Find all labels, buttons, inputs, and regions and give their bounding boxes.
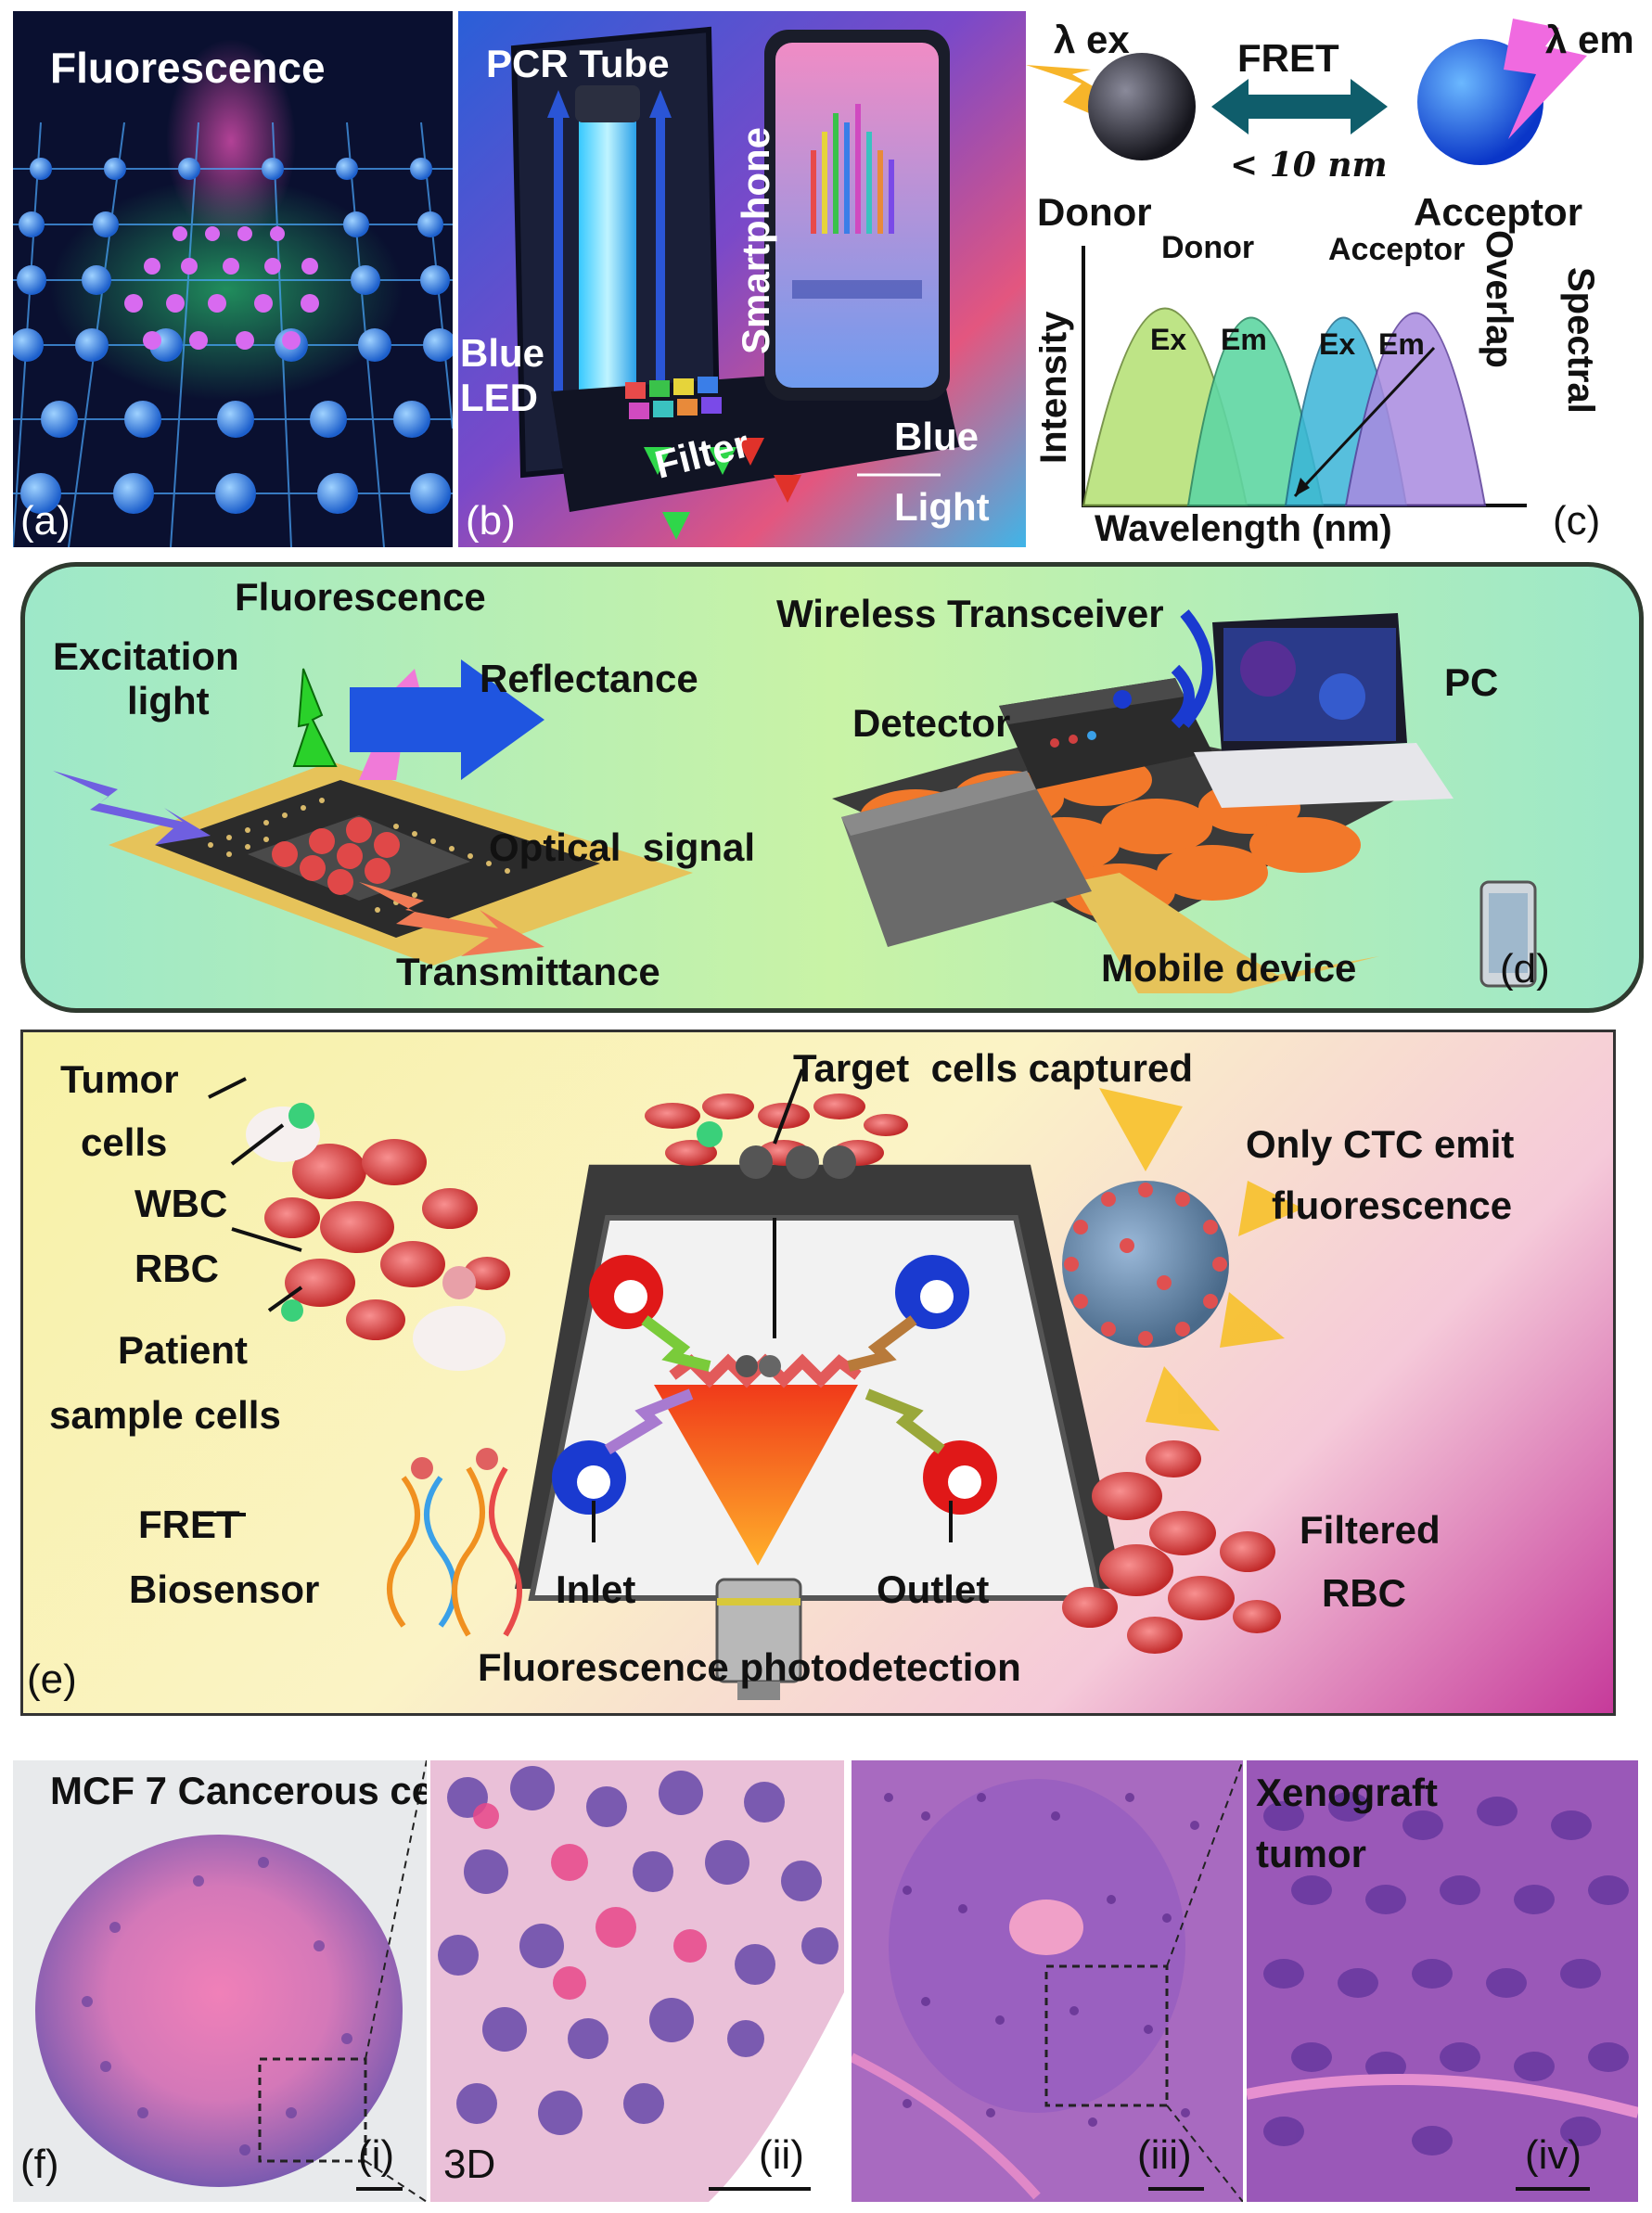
panel-e-tumor-cells-label-1: Tumor (60, 1057, 179, 1101)
panel-f-histology-iii: (iii) (852, 1760, 1243, 2202)
panel-d-excitation-label-2: light (127, 679, 210, 723)
graphene-lattice-illustration (13, 11, 453, 547)
ctc-capture-illustration (199, 1068, 1303, 1700)
panel-b-blue-light-label-2: Light (894, 485, 990, 529)
panel-f-ii-letter: (ii) (759, 2132, 804, 2178)
panel-c-distance-label: < 10 nm (1230, 146, 1388, 185)
panel-f-letter: (f) (20, 2142, 59, 2187)
panel-c-fret-spectra: λ ex λ em FRET < 10 nm Donor Acceptor Do… (1026, 0, 1652, 556)
panel-f-mcf7-label: MCF 7 Cancerous cell (50, 1769, 427, 1812)
panel-c-x-axis-label: Wavelength (nm) (1095, 508, 1392, 549)
panel-d-detector-label: Detector (852, 701, 1011, 745)
panel-b-smartphone-pcr: PCR Tube Smartphone Blue LED Filter Blue… (458, 11, 1026, 547)
panel-e-only-ctc-label-2: fluorescence (1272, 1183, 1513, 1227)
panel-b-pcr-tube-label: PCR Tube (486, 42, 670, 85)
panel-b-smartphone-label: Smartphone (734, 126, 777, 354)
panel-b-blue-light-label-1: Blue (894, 415, 980, 458)
panel-d-fluorescence-label: Fluorescence (235, 575, 486, 619)
mcf7-spheroid-histology-image (35, 1760, 427, 2202)
panel-c-spectral-label: Spectral (1560, 267, 1601, 414)
mcf7-zoom-histology-image (430, 1760, 844, 2202)
panel-f-3d-label: 3D (443, 2142, 496, 2187)
panel-e-fret-label-2: Biosensor (129, 1567, 320, 1611)
panel-c-overlap-label: Overlap (1479, 230, 1519, 368)
panel-c-peak-donor-em: Em (1221, 323, 1267, 356)
panel-e-patient-label-2: sample cells (49, 1393, 281, 1437)
xenograft-zoom-histology-image (1247, 1760, 1638, 2202)
panel-b-blue-led-label-1: Blue (460, 331, 545, 375)
panel-e-filtered-label-2: RBC (1322, 1571, 1406, 1615)
panel-d-optical-signal-label: Optical signal (489, 825, 756, 869)
panel-e-rbc-label: RBC (134, 1247, 219, 1290)
panel-f-histology-i: MCF 7 Cancerous cell (f) (i) (13, 1760, 427, 2202)
xenograft-histology-image (852, 1760, 1243, 2202)
panel-c-lambda-em: λ em (1545, 18, 1634, 61)
smartphone-pcr-illustration (458, 11, 1026, 547)
panel-c-peak-acceptor-ex: Ex (1319, 327, 1356, 361)
panel-b-letter: (b) (466, 498, 516, 544)
panel-c-acceptor-small: Acceptor (1328, 232, 1466, 267)
panel-c-donor-label: Donor (1037, 190, 1152, 234)
panel-f-i-letter: (i) (358, 2132, 395, 2178)
panel-e-patient-label-1: Patient (118, 1328, 249, 1372)
panel-f-xenograft-label-1: Xenograft (1256, 1771, 1439, 1814)
panel-d-wireless-label: Wireless Transceiver (776, 592, 1164, 635)
panel-c-donor-small: Donor (1161, 230, 1255, 265)
panel-f-histology-ii: 3D (ii) (430, 1760, 844, 2202)
panel-e-photodetection-label: Fluorescence photodetection (478, 1645, 1021, 1689)
panel-f-iii-letter: (iii) (1137, 2132, 1192, 2178)
panel-a-letter: (a) (20, 498, 70, 544)
panel-c-y-axis-label: Intensity (1033, 311, 1074, 464)
panel-e-target-cells-label: Target cells captured (793, 1046, 1194, 1090)
fret-spectral-overlap-diagram (1026, 19, 1587, 507)
panel-d-excitation-label-1: Excitation (53, 634, 239, 678)
panel-a-title: Fluorescence (50, 44, 326, 92)
optical-sensing-illustration (53, 609, 1537, 993)
panel-c-peak-donor-ex: Ex (1150, 323, 1187, 356)
panel-e-tumor-cells-label-2: cells (81, 1120, 168, 1164)
panel-d-pc-label: PC (1444, 660, 1499, 704)
panel-c-lambda-ex: λ ex (1054, 18, 1130, 61)
panel-d-reflectance-label: Reflectance (480, 657, 698, 700)
panel-c-letter: (c) (1553, 498, 1601, 544)
panel-e-outlet-label: Outlet (877, 1567, 990, 1611)
panel-e-ctc-capture-microfluidic: Tumor cells WBC RBC Patient sample cells… (20, 1030, 1616, 1716)
panel-d-transmittance-label: Transmittance (396, 950, 660, 993)
panel-c-fret-label: FRET (1237, 36, 1339, 80)
panel-f-histology-iv: Xenograft tumor (iv) (1247, 1760, 1638, 2202)
panel-c-acceptor-label: Acceptor (1414, 190, 1583, 234)
panel-f-iv-letter: (iv) (1525, 2132, 1582, 2178)
panel-f-xenograft-label-2: tumor (1256, 1832, 1366, 1875)
panel-c-peak-acceptor-em: Em (1378, 327, 1425, 361)
panel-e-filtered-label-1: Filtered (1300, 1508, 1441, 1552)
panel-d-mobile-device-label: Mobile device (1101, 946, 1357, 990)
panel-e-only-ctc-label-1: Only CTC emit (1246, 1122, 1515, 1166)
panel-e-inlet-label: Inlet (556, 1567, 636, 1611)
panel-e-letter: (e) (27, 1657, 77, 1702)
panel-a-graphene-fluorescence: Fluorescence (a) (13, 11, 453, 547)
panel-e-wbc-label: WBC (134, 1182, 228, 1225)
panel-d-optical-sensing-system: Fluorescence Excitation light Reflectanc… (20, 562, 1644, 1013)
panel-d-letter: (d) (1500, 946, 1550, 991)
panel-b-blue-led-label-2: LED (460, 376, 538, 419)
panel-e-fret-label-1: FRET (138, 1503, 240, 1546)
